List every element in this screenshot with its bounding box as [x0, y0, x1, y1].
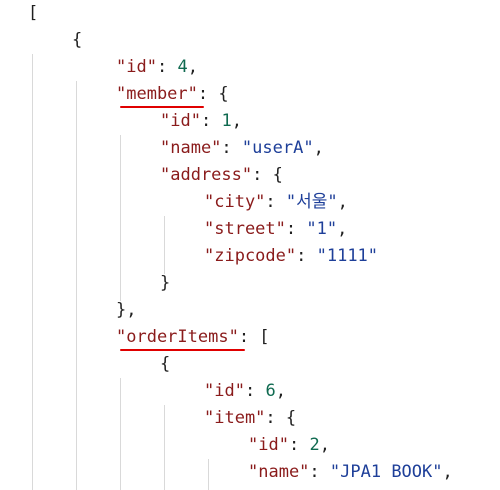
indent-guide — [120, 378, 121, 490]
code-line: "item": { — [204, 405, 296, 432]
json-punctuation: : — [265, 192, 286, 212]
indent-guide — [120, 135, 121, 301]
code-line: "street": "1", — [204, 216, 347, 243]
json-number: 6 — [265, 381, 276, 401]
json-punctuation: : — [288, 435, 310, 455]
red-underline-annotation — [120, 106, 204, 108]
json-punctuation: , — [442, 462, 453, 482]
code-line: "name": "JPA1 BOOK", — [248, 459, 453, 486]
json-key: "zipcode" — [204, 246, 297, 266]
json-punctuation: }, — [116, 300, 137, 320]
indent-guide — [208, 459, 209, 490]
json-punctuation: : — [156, 57, 178, 77]
json-string: "JPA1 BOOK" — [329, 462, 443, 482]
code-line: "orderItems": [ — [116, 324, 270, 351]
json-punctuation: , — [187, 57, 198, 77]
json-punctuation: : { — [265, 408, 297, 428]
json-punctuation: : — [309, 462, 330, 482]
json-punctuation: , — [313, 138, 324, 158]
json-punctuation: : [ — [238, 327, 270, 347]
code-line: "zipcode": "1111" — [204, 243, 378, 270]
code-line: "id": 4, — [116, 54, 198, 81]
json-key: "street" — [204, 219, 286, 239]
code-line: "address": { — [160, 162, 283, 189]
json-punctuation: , — [337, 192, 348, 212]
code-line: [ — [28, 0, 38, 27]
code-line: "id": 6, — [204, 378, 286, 405]
code-line: }, — [116, 297, 136, 324]
json-key: "id" — [204, 381, 245, 401]
json-key: "address" — [160, 165, 253, 185]
json-punctuation: : — [244, 381, 266, 401]
json-string: "userA" — [241, 138, 314, 158]
json-punctuation: : — [285, 219, 307, 239]
code-line: "member": { — [116, 81, 229, 108]
json-punctuation: : { — [197, 84, 229, 104]
json-key: "name" — [160, 138, 222, 158]
json-punctuation: : — [221, 138, 242, 158]
json-key: "member" — [116, 84, 198, 104]
json-string: "1111" — [316, 246, 379, 266]
red-underline-annotation — [120, 349, 245, 351]
json-key: "orderItems" — [116, 327, 239, 347]
json-punctuation: , — [275, 381, 286, 401]
json-punctuation: , — [231, 111, 242, 131]
code-line: "city": "서울", — [204, 189, 348, 216]
code-line: } — [160, 270, 170, 297]
json-punctuation: { — [160, 354, 171, 374]
json-number: 2 — [309, 435, 320, 455]
json-key: "id" — [248, 435, 289, 455]
json-punctuation: { — [72, 30, 83, 50]
json-number: 4 — [177, 57, 188, 77]
code-line: "name": "userA", — [160, 135, 324, 162]
json-number: 1 — [221, 111, 232, 131]
code-line: "id": 2, — [248, 432, 330, 459]
code-line: "id": 1, — [160, 108, 242, 135]
json-punctuation: [ — [28, 3, 39, 23]
json-key: "name" — [248, 462, 310, 482]
json-punctuation: } — [160, 273, 171, 293]
indent-guide — [164, 216, 165, 274]
indent-guide — [32, 54, 33, 490]
code-line: { — [160, 351, 170, 378]
json-punctuation: , — [337, 219, 348, 239]
json-string: "1" — [306, 219, 338, 239]
indent-guide — [76, 81, 77, 490]
json-punctuation: : — [200, 111, 222, 131]
json-key: "id" — [116, 57, 157, 77]
json-string: "서울" — [285, 192, 338, 212]
json-punctuation: : { — [252, 165, 283, 185]
json-key: "item" — [204, 408, 266, 428]
json-punctuation: , — [319, 435, 330, 455]
json-key: "id" — [160, 111, 201, 131]
code-line: { — [72, 27, 82, 54]
json-punctuation: : — [296, 246, 317, 266]
indent-guide — [164, 405, 165, 490]
json-key: "city" — [204, 192, 266, 212]
